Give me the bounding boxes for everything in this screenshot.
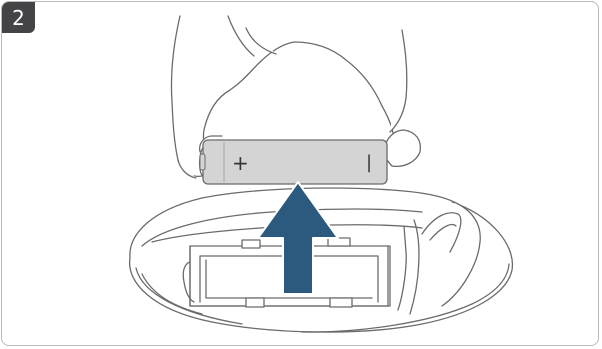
illustration: + | xyxy=(128,15,514,333)
device-housing-icon xyxy=(128,187,514,333)
battery-minus-sign: | xyxy=(366,152,372,173)
step-number: 2 xyxy=(12,5,25,30)
battery-icon: + | xyxy=(198,139,388,185)
arrow-up-icon xyxy=(257,181,339,295)
battery-plus-sign: + xyxy=(232,151,249,175)
step-number-badge: 2 xyxy=(2,2,35,33)
